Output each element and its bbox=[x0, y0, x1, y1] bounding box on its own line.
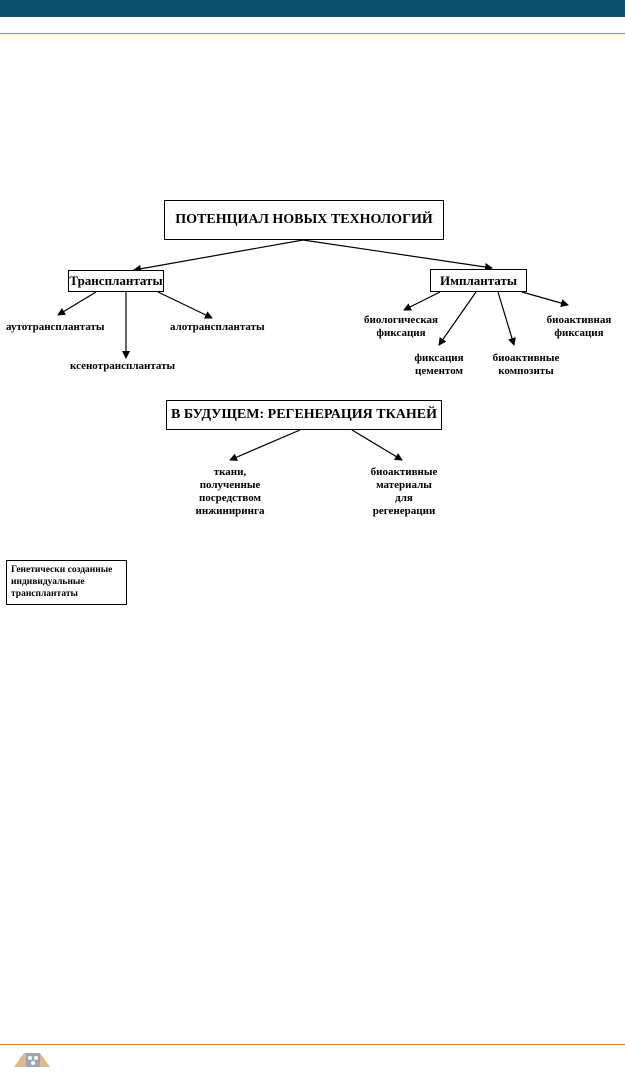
arrow-future-to-materials bbox=[351, 429, 403, 461]
root-label: ПОТЕНЦИАЛ НОВЫХ ТЕХНОЛОГИЙ bbox=[175, 212, 433, 227]
root-box: ПОТЕНЦИАЛ НОВЫХ ТЕХНОЛОГИЙ bbox=[164, 200, 444, 240]
transplants-label: Трансплантаты bbox=[69, 273, 163, 288]
implants-label: Имплантаты bbox=[440, 272, 517, 288]
header-bar bbox=[0, 0, 625, 17]
biofix-label: биологическая фиксация bbox=[364, 314, 438, 339]
arrow-root-to-transplants bbox=[133, 239, 304, 273]
arrow-implants-to-bioactive-fix bbox=[521, 291, 569, 307]
auto-label: аутотрансплантаты bbox=[6, 321, 105, 333]
publisher-logo-icon bbox=[14, 1053, 50, 1067]
future-box: В БУДУЩЕМ: РЕГЕНЕРАЦИЯ ТКАНЕЙ bbox=[166, 400, 442, 430]
arrow-transplants-to-allo bbox=[157, 291, 213, 319]
arrow-implants-to-biofix bbox=[403, 291, 441, 311]
header-rule bbox=[0, 33, 625, 34]
transplants-box: Трансплантаты bbox=[68, 270, 164, 292]
tissues-label: ткани, полученные посредством инжиниринг… bbox=[195, 466, 265, 517]
arrow-root-to-implants bbox=[302, 239, 493, 271]
future-label: В БУДУЩЕМ: РЕГЕНЕРАЦИЯ ТКАНЕЙ bbox=[171, 407, 437, 422]
cement-fix-label: фиксация цементом bbox=[414, 352, 464, 377]
arrow-transplants-to-auto bbox=[57, 291, 97, 316]
bioactive-composites-label: биоактивные композиты bbox=[492, 352, 560, 377]
genetic-transplants-box: Генетически созданные индивидуальные тра… bbox=[6, 560, 127, 605]
arrow-future-to-tissues bbox=[229, 429, 301, 461]
allo-label: алотрансплантаты bbox=[170, 321, 265, 333]
implants-box: Имплантаты bbox=[430, 269, 527, 292]
footer-rule bbox=[0, 1044, 625, 1045]
xeno-label: ксенотрансплантаты bbox=[70, 360, 176, 372]
arrow-implants-to-cement bbox=[438, 291, 477, 346]
bioactive-fix-label: биоактивная фиксация bbox=[546, 314, 612, 339]
arrow-implants-to-composites bbox=[497, 291, 516, 346]
materials-label: биоактивные материалы для регенерации bbox=[370, 466, 438, 517]
